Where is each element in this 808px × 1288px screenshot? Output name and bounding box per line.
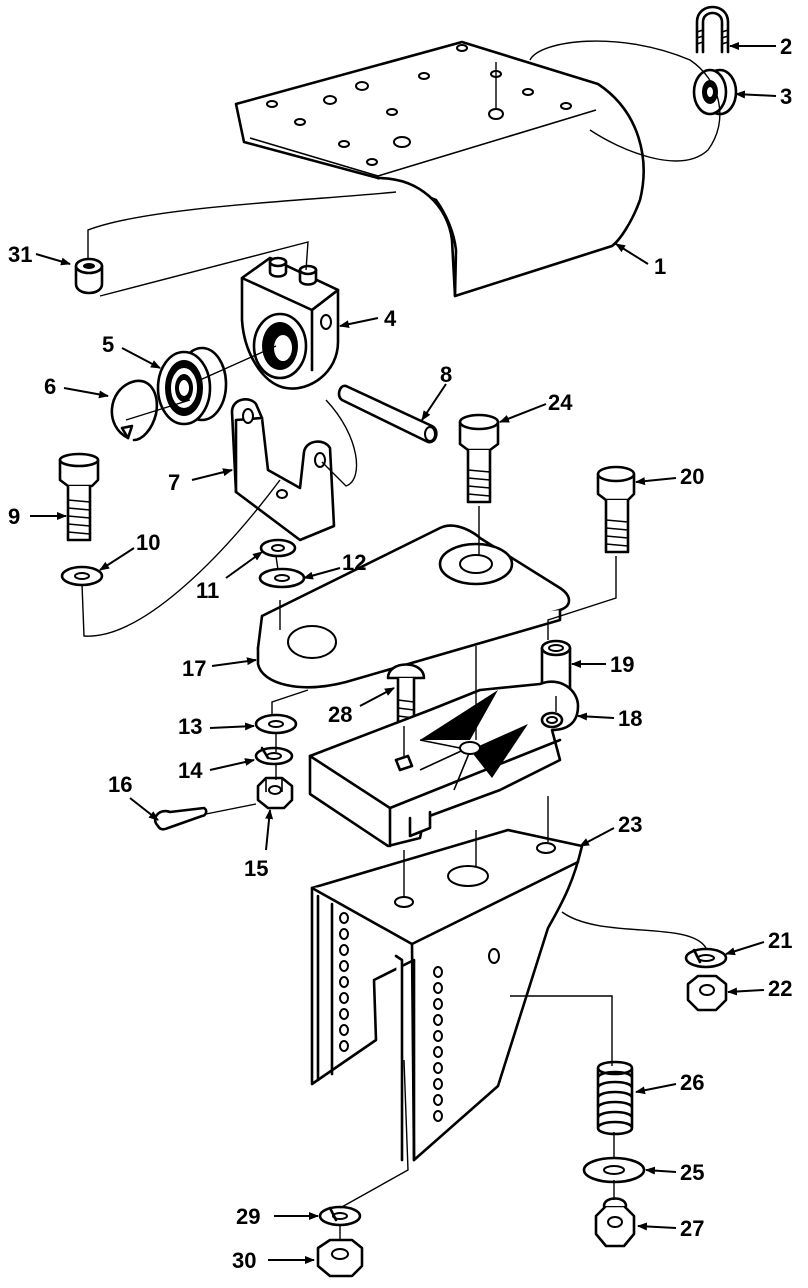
callout-25: 25 xyxy=(645,1160,704,1185)
hex-nut-30-part xyxy=(316,1238,364,1278)
callout-6: 6 xyxy=(44,374,109,399)
bolt-20-part xyxy=(596,465,636,554)
callout-11: 11 xyxy=(196,551,263,603)
callout-21: 21 xyxy=(725,928,792,956)
svg-text:10: 10 xyxy=(136,530,160,555)
callout-3: 3 xyxy=(735,84,792,109)
svg-text:5: 5 xyxy=(102,332,114,357)
snap-ring-part xyxy=(110,379,159,442)
acorn-nut-27-part xyxy=(594,1197,636,1248)
mounting-bracket-part xyxy=(310,828,584,1162)
svg-text:29: 29 xyxy=(236,1204,260,1229)
callout-27: 27 xyxy=(637,1216,704,1241)
bolt-24-part xyxy=(458,413,500,504)
svg-text:28: 28 xyxy=(328,702,352,727)
svg-text:24: 24 xyxy=(548,390,573,415)
callout-7: 7 xyxy=(168,468,233,495)
clevis-bracket-part xyxy=(230,398,336,542)
svg-text:16: 16 xyxy=(108,772,132,797)
washer-13-part xyxy=(254,713,298,735)
carriage-bolt-part xyxy=(386,663,426,728)
svg-text:13: 13 xyxy=(178,714,202,739)
svg-text:22: 22 xyxy=(768,976,792,1001)
svg-text:25: 25 xyxy=(680,1160,704,1185)
svg-text:30: 30 xyxy=(232,1248,256,1273)
svg-text:26: 26 xyxy=(680,1070,704,1095)
callout-5: 5 xyxy=(102,332,161,369)
svg-text:4: 4 xyxy=(384,306,397,331)
callout-22: 22 xyxy=(727,976,792,1001)
callout-9: 9 xyxy=(8,504,67,529)
washer-11-part xyxy=(259,538,297,558)
callout-18: 18 xyxy=(577,706,642,731)
svg-text:21: 21 xyxy=(768,928,792,953)
callout-1: 1 xyxy=(615,243,666,279)
callout-20: 20 xyxy=(635,464,704,489)
washer-25-part xyxy=(582,1156,646,1184)
assembly-guides xyxy=(81,40,721,1240)
svg-text:2: 2 xyxy=(780,34,792,59)
pin-part xyxy=(337,384,438,444)
u-bolt-part xyxy=(695,5,730,54)
washer-10-part xyxy=(60,565,104,587)
hex-nut-22-part xyxy=(686,974,728,1012)
svg-text:27: 27 xyxy=(680,1216,704,1241)
svg-text:17: 17 xyxy=(182,656,206,681)
callout-29: 29 xyxy=(236,1204,319,1229)
callout-17: 17 xyxy=(182,656,257,681)
svg-text:6: 6 xyxy=(44,374,56,399)
lock-washer-29-part xyxy=(318,1205,362,1227)
svg-text:3: 3 xyxy=(780,84,792,109)
callout-8: 8 xyxy=(421,362,452,421)
spacer-part xyxy=(74,257,104,295)
svg-text:7: 7 xyxy=(168,470,180,495)
seat-plate-part xyxy=(234,40,645,298)
callout-16: 16 xyxy=(108,772,159,821)
svg-text:12: 12 xyxy=(342,550,366,575)
svg-text:8: 8 xyxy=(440,362,452,387)
bearing-housing-part xyxy=(240,256,340,390)
castle-nut-part xyxy=(256,776,294,810)
svg-text:11: 11 xyxy=(196,578,219,603)
cotter-pin-part xyxy=(153,806,208,831)
callout-28: 28 xyxy=(328,687,395,727)
spring-part xyxy=(596,1060,634,1136)
lock-washer-14-part xyxy=(254,746,294,766)
callout-4: 4 xyxy=(339,306,397,331)
bushing-part xyxy=(692,68,738,116)
callout-19: 19 xyxy=(571,652,634,677)
lock-washer-21-part xyxy=(684,947,728,969)
svg-text:18: 18 xyxy=(618,706,642,731)
callout-12: 12 xyxy=(303,550,366,580)
bolt-9-part xyxy=(58,452,100,542)
svg-text:19: 19 xyxy=(610,652,634,677)
svg-text:15: 15 xyxy=(244,856,268,881)
callout-31: 31 xyxy=(8,242,71,267)
swivel-arm-part xyxy=(256,524,571,689)
callout-23: 23 xyxy=(579,812,642,847)
svg-text:20: 20 xyxy=(680,464,704,489)
callout-24: 24 xyxy=(499,390,573,423)
svg-text:23: 23 xyxy=(618,812,642,837)
svg-text:31: 31 xyxy=(8,242,32,267)
callout-15: 15 xyxy=(244,809,274,881)
callout-30: 30 xyxy=(232,1248,315,1273)
callout-26: 26 xyxy=(635,1070,704,1095)
svg-text:9: 9 xyxy=(8,504,20,529)
svg-text:1: 1 xyxy=(654,254,666,279)
callout-14: 14 xyxy=(178,758,255,783)
callout-10: 10 xyxy=(99,530,160,571)
washer-12-part xyxy=(258,567,306,589)
ball-bearing-part xyxy=(156,346,228,426)
swivel-plate-part xyxy=(308,680,580,848)
callout-13: 13 xyxy=(178,714,255,739)
callout-2: 2 xyxy=(729,34,792,59)
svg-text:14: 14 xyxy=(178,758,203,783)
